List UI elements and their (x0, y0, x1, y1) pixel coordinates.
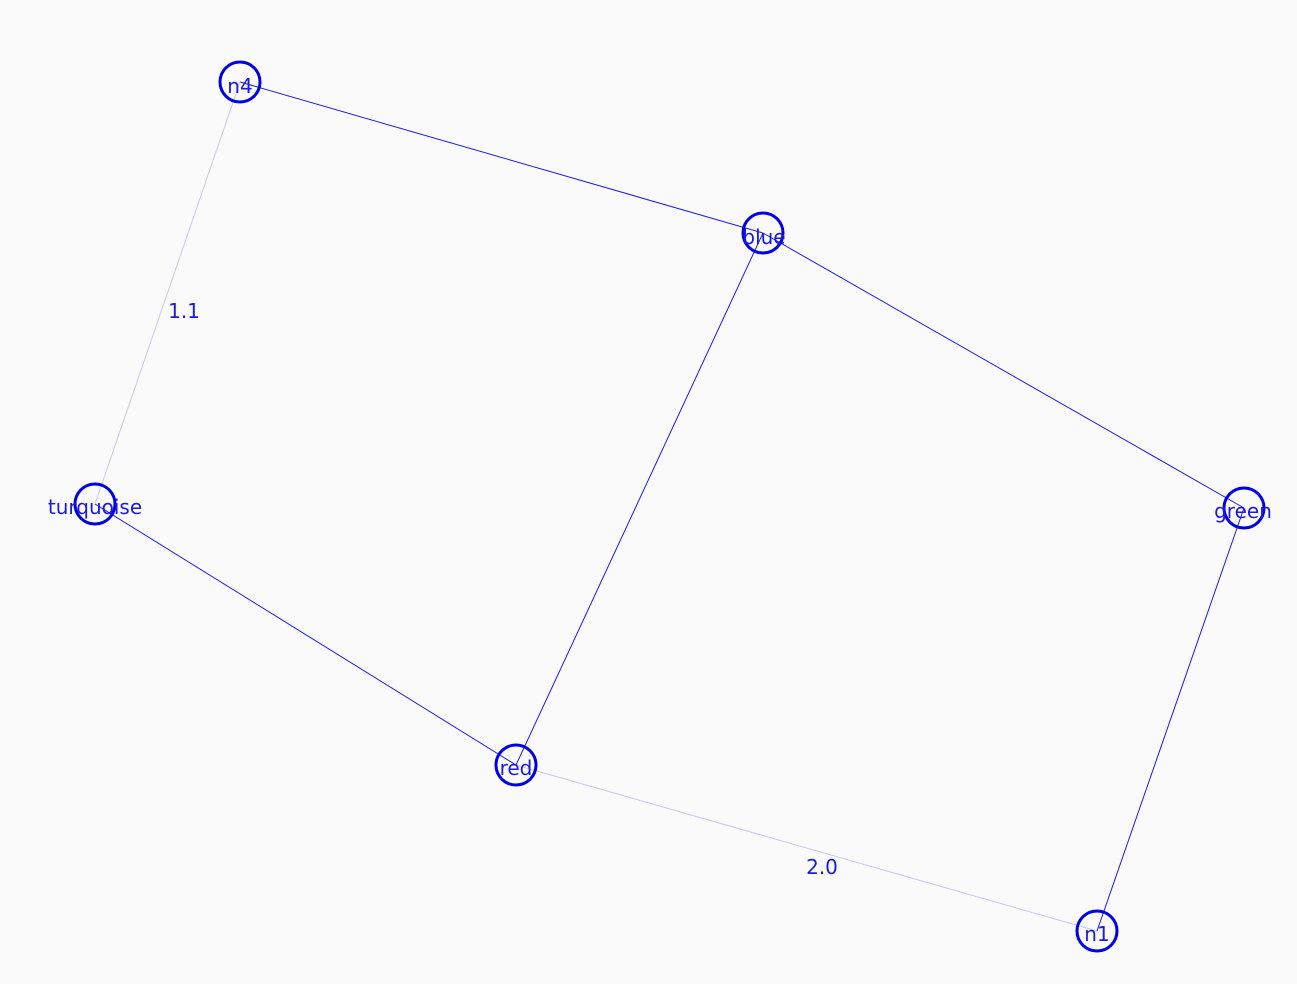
node-label: blue (742, 225, 785, 249)
edge-green-n1 (1096, 507, 1245, 932)
node-label: red (500, 756, 533, 780)
edge-labels-layer: 1.1 2.0 (168, 299, 838, 879)
edge-turquoise-red (94, 503, 517, 766)
node-label: n4 (227, 74, 252, 98)
node-circle[interactable] (1222, 486, 1266, 530)
edge-blue-green (762, 232, 1245, 509)
node-circle[interactable] (741, 211, 785, 255)
edge-label-red-n1: 2.0 (806, 855, 838, 879)
node-label: green (1214, 499, 1272, 523)
node-n1[interactable]: n1 (1075, 909, 1119, 953)
node-circle[interactable] (218, 60, 262, 104)
node-red[interactable]: red (494, 743, 538, 787)
node-label: turquoise (48, 495, 142, 519)
node-circle[interactable] (1075, 909, 1119, 953)
edge-label-n4-turquoise: 1.1 (168, 299, 200, 323)
node-turquoise[interactable]: turquoise (48, 482, 142, 526)
edge-n4-blue (239, 81, 764, 234)
node-circle[interactable] (494, 743, 538, 787)
node-circle[interactable] (73, 482, 117, 526)
edge-blue-red (515, 232, 764, 766)
nodes-layer: n4 blue turquoise green red n1 (48, 60, 1272, 953)
edge-n4-turquoise (94, 81, 241, 505)
node-label: n1 (1084, 922, 1109, 946)
edges-layer (94, 81, 1245, 932)
edge-red-n1 (515, 764, 1098, 932)
node-blue[interactable]: blue (741, 211, 786, 255)
node-n4[interactable]: n4 (218, 60, 262, 104)
node-green[interactable]: green (1214, 486, 1272, 530)
